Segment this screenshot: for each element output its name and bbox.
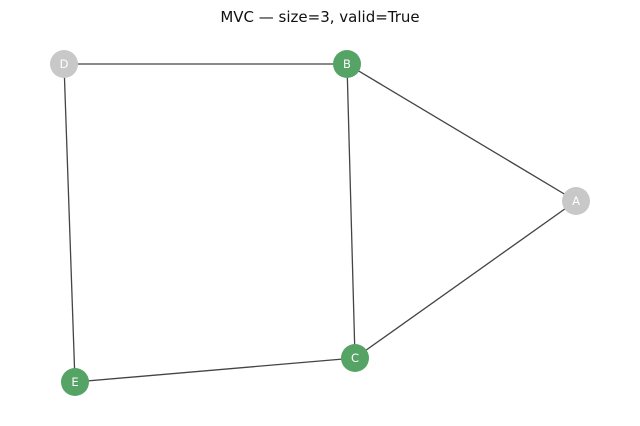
- edge-B-C: [346, 63, 356, 359]
- node-label-E: E: [71, 375, 78, 389]
- node-circle-A: [562, 187, 590, 215]
- node-E: E: [61, 368, 89, 396]
- edge-B-A: [346, 63, 577, 202]
- edge-D-E: [63, 63, 76, 383]
- node-label-B: B: [343, 57, 351, 71]
- nodes-group: A B C D E: [50, 50, 590, 396]
- edge-A-C: [354, 200, 577, 359]
- node-C: C: [341, 344, 369, 372]
- edges-group: [63, 63, 577, 383]
- node-label-A: A: [572, 194, 580, 208]
- node-circle-E: [61, 368, 89, 396]
- edge-C-E: [74, 357, 356, 383]
- node-D: D: [50, 50, 78, 78]
- node-circle-C: [341, 344, 369, 372]
- figure-title: MVC — size=3, valid=True: [220, 8, 419, 26]
- node-label-C: C: [351, 351, 359, 365]
- node-B: B: [333, 50, 361, 78]
- node-circle-B: [333, 50, 361, 78]
- node-label-D: D: [60, 57, 69, 71]
- node-circle-D: [50, 50, 78, 78]
- node-A: A: [562, 187, 590, 215]
